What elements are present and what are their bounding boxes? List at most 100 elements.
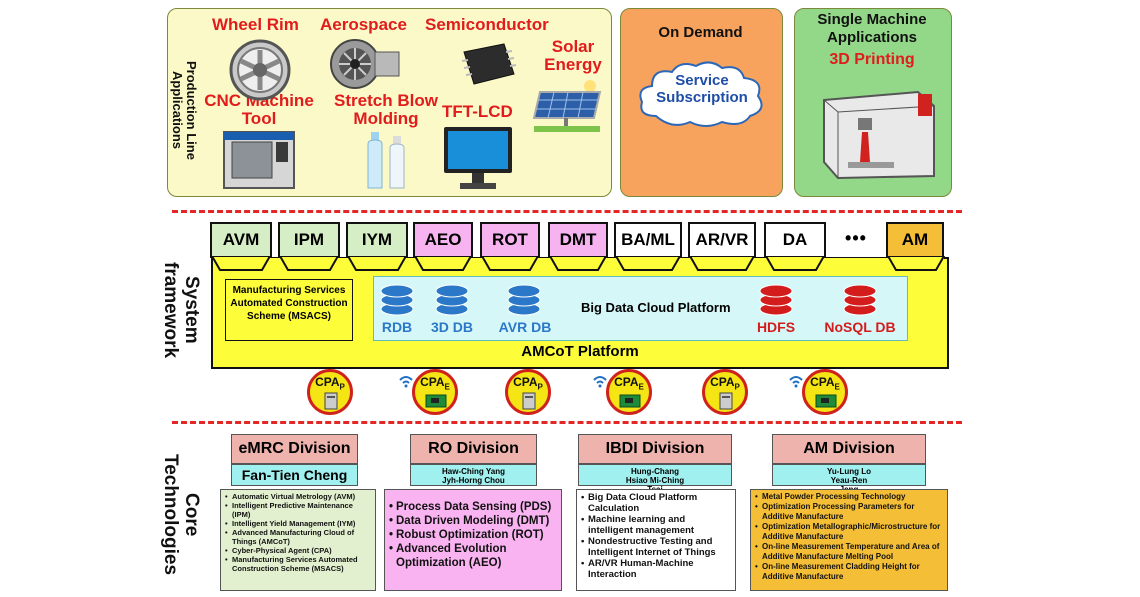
cpa-label: CPA [513,375,538,389]
stretch-blow-molding-label: Stretch Blow Molding [334,91,438,128]
cpa-p-badge: CPAP [307,369,353,415]
server-icon [719,392,733,410]
tech-item: On-line Measurement Temperature and Area… [755,542,943,562]
more-modules-ellipsis: ••• [845,228,867,248]
nosql-db-database-icon [843,284,877,316]
3d-printing-label: 3D Printing [829,51,915,68]
core-technologies-label: Core Technologies [160,454,202,576]
cnc-machine-icon [223,131,295,189]
ro-tech-list: Process Data Sensing (PDS) Data Driven M… [384,489,562,591]
solar-energy-label: Solar Energy [544,37,602,74]
ibdi-division-title: IBDI Division [578,434,732,464]
cpa-p-badge: CPAP [505,369,551,415]
emrc-division-people: Fan-Tien Cheng [231,464,358,486]
on-demand-title: On Demand [658,24,743,41]
module-am: AM [886,222,944,258]
tech-item: Process Data Sensing (PDS) [389,500,557,514]
amcot-platform-label: AMCoT Platform [521,343,639,360]
production-line-label: Production Line Applications [170,60,199,160]
server-icon [522,392,536,410]
module-rot: ROT [480,222,540,258]
chip-icon [461,43,517,85]
ro-division-title: RO Division [410,434,537,464]
tech-item: Nondestructive Testing and Intelligent I… [581,536,731,558]
tech-item: Advanced Manufacturing Cloud of Things (… [225,528,371,546]
top-separator [172,210,962,213]
tech-item: AR/VR Human-Machine Interaction [581,558,731,580]
msacs-box: Manufacturing Services Automated Constru… [225,279,353,341]
monitor-icon [444,127,512,189]
tech-item: Big Data Cloud Platform Calculation [581,492,731,514]
cpa-sub: E [834,382,840,392]
cpa-e-badge: CPAE [606,369,652,415]
tech-item: Intelligent Predictive Maintenance (IPM) [225,501,371,519]
server-icon [324,392,338,410]
ibdi-tech-list: Big Data Cloud Platform Calculation Mach… [576,489,736,591]
cpa-label: CPA [810,375,835,389]
module-iym: IYM [346,222,408,258]
cpa-sub: E [638,382,644,392]
cpa-sub: E [444,382,450,392]
semiconductor-label: Semiconductor [425,15,549,34]
cpa-sub: P [537,382,543,392]
cpa-e-badge: CPAE [412,369,458,415]
wifi-icon [593,376,607,388]
ro-division-people: Haw-Ching Yang Jyh-Horng Chou [410,464,537,486]
wifi-icon [399,376,413,388]
tech-item: Cyber-Physical Agent (CPA) [225,546,371,555]
cpa-p-badge: CPAP [702,369,748,415]
wheel-rim-label: Wheel Rim [212,15,299,34]
service-subscription-label: Service Subscription [656,72,748,106]
bottom-separator [172,421,962,424]
module-aeo: AEO [413,222,473,258]
tech-item: Optimization Processing Parameters for A… [755,502,943,522]
3d-db-label: 3D DB [430,319,473,335]
ibdi-division-people: Hung-Chang Hsiao Mi-Ching Tsai [578,464,732,494]
rdb-database-icon [380,284,414,316]
tech-item: Optimization Metallographic/Microstructu… [755,522,943,542]
cnc-machine-tool-label: CNC Machine Tool [204,91,314,128]
module-ar-vr: AR/VR [688,222,756,258]
big-data-platform-title: Big Data Cloud Platform [581,300,731,315]
tech-item: Data Driven Modeling (DMT) [389,514,557,528]
module-da: DA [764,222,826,258]
module-dmt: DMT [548,222,608,258]
module-ba-ml: BA/ML [614,222,682,258]
system-framework-label: System framework [160,261,202,359]
cpa-label: CPA [710,375,735,389]
cloud-icon [639,61,763,127]
tech-item: Advanced Evolution Optimization (AEO) [389,542,557,570]
3d-db-database-icon [435,284,469,316]
cpa-sub: P [339,382,345,392]
3d-printer-icon [823,90,935,180]
circuit-board-icon [425,394,447,408]
emrc-division-title: eMRC Division [231,434,358,464]
tech-item: Automatic Virtual Metrology (AVM) [225,492,371,501]
bottles-icon [367,132,405,189]
tech-item: Manufacturing Services Automated Constru… [225,555,371,573]
jet-engine-icon [330,39,400,89]
tech-item: Machine learning and intelligent managem… [581,514,731,536]
am-division-title: AM Division [772,434,926,464]
aerospace-label: Aerospace [320,15,407,34]
hdfs-database-icon [759,284,793,316]
tech-item: Robust Optimization (ROT) [389,528,557,542]
nosql-db-label: NoSQL DB [824,319,896,335]
cpa-label: CPA [614,375,639,389]
circuit-board-icon [619,394,641,408]
avr-db-label: AVR DB [498,319,552,335]
wheel-rim-icon [229,39,291,101]
single-machine-title: Single Machine Applications [817,11,927,46]
avr-db-database-icon [507,284,541,316]
tech-item: Intelligent Yield Management (IYM) [225,519,371,528]
wifi-icon [789,376,803,388]
module-avm: AVM [210,222,272,258]
tft-lcd-label: TFT-LCD [442,102,513,121]
module-ipm: IPM [278,222,340,258]
cpa-label: CPA [315,375,340,389]
tech-item: Metal Powder Processing Technology [755,492,943,502]
tech-item: On-line Measurement Cladding Height for … [755,562,943,582]
rdb-label: RDB [381,319,413,335]
am-tech-list: Metal Powder Processing Technology Optim… [750,489,948,591]
solar-panel-icon [532,80,602,132]
